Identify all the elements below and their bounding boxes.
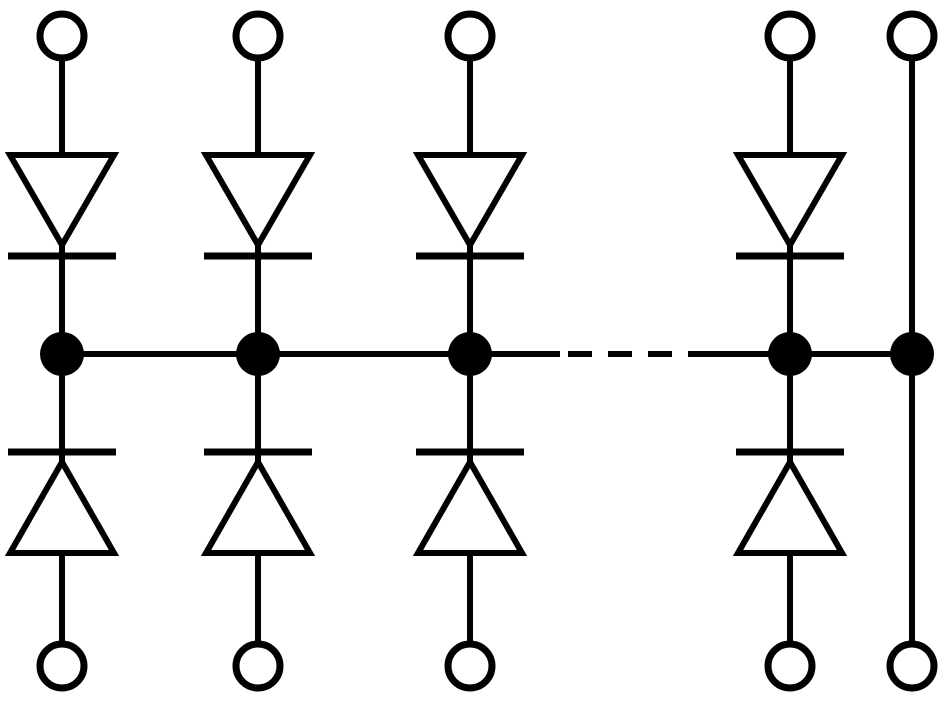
diode-upper-col-4 [732,152,848,251]
diode-upper-col-1 [4,152,120,251]
terminal-top-col-1 [36,10,88,62]
junction-node [40,332,84,376]
terminal-bottom-col-2 [232,640,284,692]
diode-upper-col-3 [412,152,528,251]
terminal-bottom-col-4 [764,640,816,692]
diode-lower-col-2 [200,455,316,556]
junction-node [890,332,934,376]
components-layer [4,10,938,692]
junction-node [448,332,492,376]
diode-lower-col-3 [412,455,528,556]
diode-upper-col-2 [200,152,316,251]
terminal-bottom-col-5 [886,640,938,692]
terminal-bottom-col-3 [444,640,496,692]
terminal-top-col-2 [232,10,284,62]
junction-node [768,332,812,376]
diode-lower-col-1 [4,455,120,556]
terminal-top-col-5 [886,10,938,62]
terminal-top-col-3 [444,10,496,62]
terminal-top-col-4 [764,10,816,62]
junction-node [236,332,280,376]
terminal-bottom-col-1 [36,640,88,692]
diode-lower-col-4 [732,455,848,556]
